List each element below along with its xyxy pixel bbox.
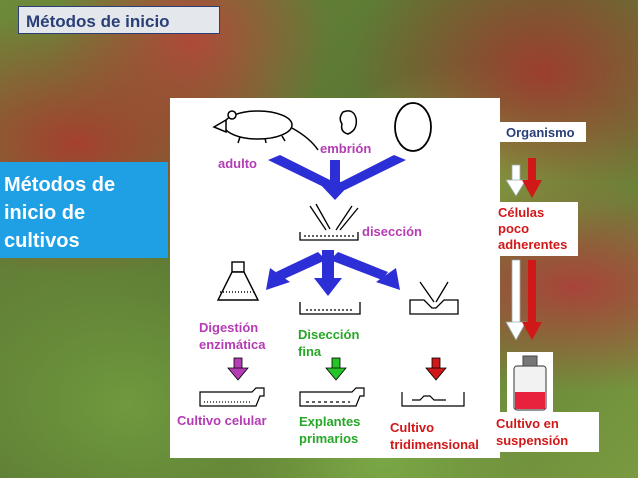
explantes-box bbox=[296, 412, 380, 450]
bottle-icon bbox=[513, 355, 547, 411]
white-arrow-top-icon bbox=[505, 164, 527, 197]
purple-arrow-icon bbox=[227, 357, 249, 381]
tridimensional-dish-icon bbox=[401, 392, 465, 407]
celulas-box bbox=[496, 202, 578, 256]
petri-dish-icon bbox=[299, 302, 361, 315]
label-organismo: Organismo bbox=[506, 125, 575, 140]
label-tridimensional: Cultivo tridimensional bbox=[390, 420, 479, 452]
support-dish-icon bbox=[409, 281, 459, 315]
organismo-box bbox=[500, 122, 586, 142]
red-arrow-icon bbox=[425, 357, 447, 381]
label-cultivo-celular: Cultivo celular bbox=[177, 413, 267, 428]
label-adulto: adulto bbox=[218, 156, 257, 171]
tridimensional-box bbox=[384, 415, 492, 453]
suspension-box bbox=[493, 412, 599, 452]
egg-icon bbox=[394, 102, 432, 152]
converging-arrows-icon bbox=[268, 155, 406, 200]
side-label-box bbox=[0, 162, 168, 258]
mouse-icon bbox=[212, 110, 319, 151]
diverging-arrows-icon bbox=[266, 250, 400, 296]
culture-flask-icon bbox=[199, 387, 265, 407]
red-arrow-bottom-icon bbox=[522, 260, 542, 340]
flask-icon bbox=[216, 261, 260, 301]
red-arrow-top-icon bbox=[522, 158, 542, 198]
label-diseccion: disección bbox=[362, 224, 422, 239]
page-title: Métodos de inicio bbox=[26, 12, 170, 31]
label-suspension: Cultivo en suspensión bbox=[496, 416, 569, 448]
green-arrow-icon bbox=[325, 357, 347, 381]
label-explantes: Explantes primarios bbox=[299, 414, 361, 446]
explant-flask-icon bbox=[299, 387, 365, 407]
label-diseccion-fina: Disección fina bbox=[298, 327, 360, 359]
label-celulas: Células poco adherentes bbox=[498, 205, 568, 252]
label-digestion: Digestión enzimática bbox=[199, 320, 266, 352]
embryo-icon bbox=[339, 110, 358, 135]
white-arrow-bottom-icon bbox=[505, 259, 527, 341]
side-label: Métodos de inicio de cultivos bbox=[4, 174, 116, 252]
header-box bbox=[18, 6, 220, 34]
dissection-dish-icon bbox=[299, 203, 359, 241]
label-embrion: embrión bbox=[320, 141, 372, 156]
